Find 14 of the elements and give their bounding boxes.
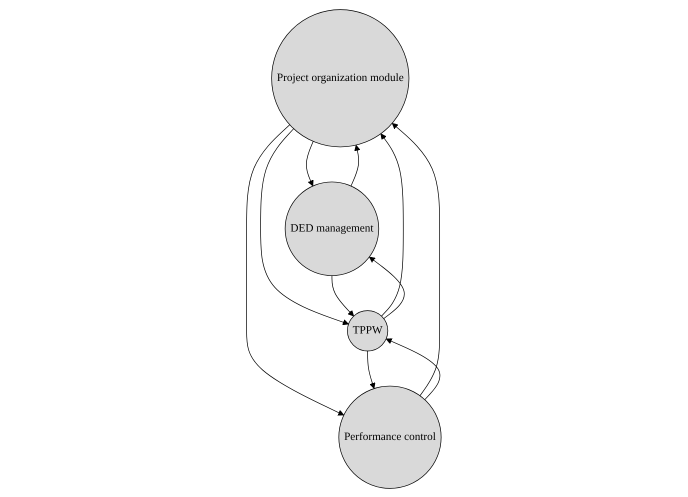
node-circle: Project organization module: [271, 8, 410, 147]
arrow: [246, 124, 344, 415]
arrow: [260, 128, 349, 325]
arrow: [350, 144, 360, 186]
arrow: [332, 274, 354, 316]
node-circle: DED management: [284, 181, 380, 276]
arrow: [380, 132, 404, 316]
arrow: [392, 122, 440, 396]
node-circle: TPPW: [347, 310, 388, 351]
arrow: [369, 256, 405, 318]
node-circle: Performance control: [338, 385, 442, 488]
arrow: [306, 140, 314, 186]
arrow: [386, 338, 440, 400]
arrow: [367, 350, 376, 388]
